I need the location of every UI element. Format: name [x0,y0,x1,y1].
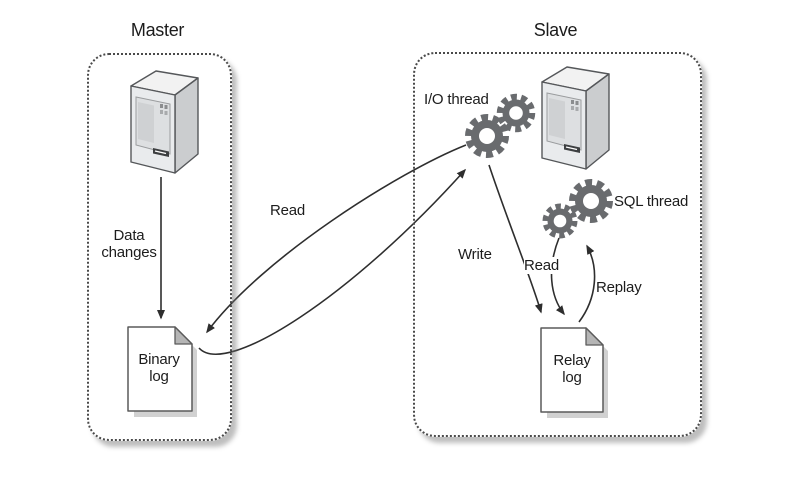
sql-thread-label: SQL thread [614,193,689,210]
relay-log-label: Relay log [553,352,591,386]
read-arrow-to-binary-log [206,144,467,334]
binary-log-label: Binary log [138,351,180,385]
master-server-icon [130,70,199,174]
gear-small [542,203,578,239]
gear-large [465,114,509,158]
read-label: Read [270,202,306,219]
gear-large [569,179,613,223]
relay-log-icon [540,327,608,418]
master-title: Master [130,20,185,40]
sql-thread-gears-icon [542,179,613,239]
replay-arrow [578,244,596,323]
master-panel [87,53,232,441]
data-changes-label: Data changes [99,227,159,261]
read-arrow-to-io-thread [198,168,467,355]
io-thread-label: I/O thread [424,91,489,108]
read-arrow-to-relay-log [550,237,565,316]
write-arrow [488,164,543,314]
write-label: Write [458,246,492,263]
relay-read-label: Read [524,257,560,274]
slave-panel [413,52,702,437]
gear-small [496,93,536,133]
replay-label: Replay [596,279,642,296]
io-thread-gears-icon [465,93,536,158]
slave-server-icon [541,66,610,170]
binary-log-icon [127,326,197,417]
slave-title: Slave [533,20,578,40]
